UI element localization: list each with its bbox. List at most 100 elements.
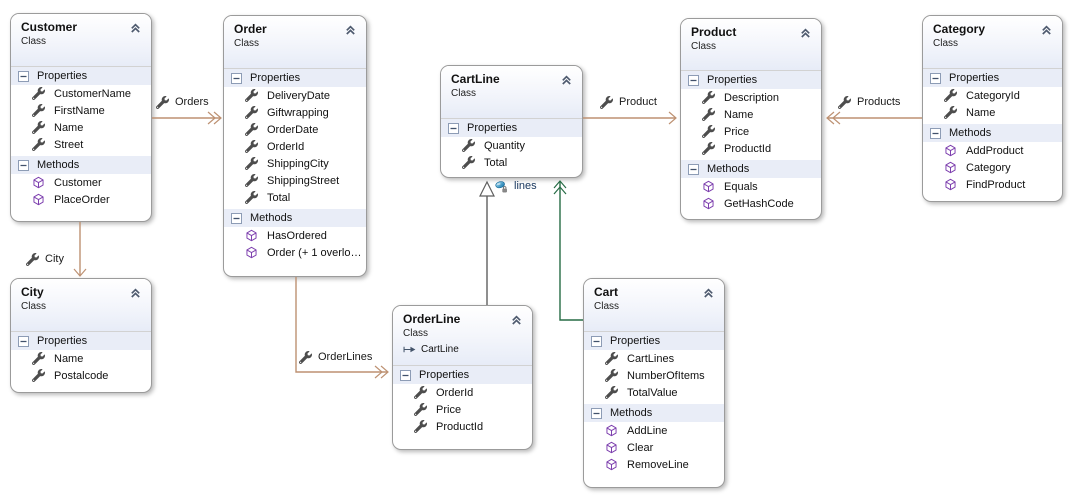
member-row[interactable]: OrderDate xyxy=(224,121,366,138)
member-row[interactable]: Category xyxy=(923,159,1062,176)
member-row[interactable]: DeliveryDate xyxy=(224,87,366,104)
section-header-methods[interactable]: Methods xyxy=(584,404,724,422)
connector-label-product[interactable]: Product xyxy=(600,94,657,110)
collapse-chevron-icon[interactable] xyxy=(1040,24,1053,36)
member-row[interactable]: AddLine xyxy=(584,422,724,439)
member-row[interactable]: Name xyxy=(11,350,151,367)
section-expander-icon[interactable] xyxy=(448,122,459,134)
member-row[interactable]: Name xyxy=(11,119,151,136)
section-expander-icon[interactable] xyxy=(688,74,699,86)
connector-label-lines[interactable]: lines xyxy=(494,178,537,194)
connector-label-city[interactable]: City xyxy=(26,251,64,267)
member-row[interactable]: Total xyxy=(441,154,582,171)
section-expander-icon[interactable] xyxy=(231,212,242,224)
section-header-properties[interactable]: Properties xyxy=(923,69,1062,87)
member-row[interactable]: Description xyxy=(681,89,821,106)
member-row[interactable]: Quantity xyxy=(441,137,582,154)
connector-products[interactable] xyxy=(826,111,922,125)
member-row[interactable]: Equals xyxy=(681,178,821,195)
collapse-chevron-icon[interactable] xyxy=(702,287,715,299)
section-header-properties[interactable]: Properties xyxy=(224,69,366,87)
connector-lines[interactable] xyxy=(553,180,583,321)
section-header-properties[interactable]: Properties xyxy=(11,67,151,85)
member-row[interactable]: RemoveLine xyxy=(584,456,724,473)
member-row[interactable]: Price xyxy=(393,401,532,418)
property-icon xyxy=(245,140,258,153)
section-header-methods[interactable]: Methods xyxy=(224,209,366,227)
property-icon xyxy=(32,87,45,100)
collapse-chevron-icon[interactable] xyxy=(129,287,142,299)
member-row[interactable]: Giftwrapping xyxy=(224,104,366,121)
collapse-chevron-icon[interactable] xyxy=(129,22,142,34)
connector-order-lines[interactable] xyxy=(295,277,389,379)
member-row[interactable]: CategoryId xyxy=(923,87,1062,104)
method-icon xyxy=(944,178,957,191)
connector-label-products[interactable]: Products xyxy=(838,94,900,110)
member-row[interactable]: Customer xyxy=(11,174,151,191)
section-expander-icon[interactable] xyxy=(400,369,411,381)
connector-orderline-inherits-cartline[interactable] xyxy=(479,180,495,305)
section-expander-icon[interactable] xyxy=(18,335,29,347)
section-expander-icon[interactable] xyxy=(591,407,602,419)
member-row[interactable]: Name xyxy=(681,106,821,123)
section-expander-icon[interactable] xyxy=(930,72,941,84)
connector-label-order-lines[interactable]: OrderLines xyxy=(299,349,372,365)
member-row[interactable]: FindProduct xyxy=(923,176,1062,193)
section-header-properties[interactable]: Properties xyxy=(584,332,724,350)
collapse-chevron-icon[interactable] xyxy=(799,27,812,39)
collapse-chevron-icon[interactable] xyxy=(510,314,523,326)
member-row[interactable]: TotalValue xyxy=(584,384,724,401)
section-expander-icon[interactable] xyxy=(18,159,29,171)
member-row[interactable]: Order (+ 1 overlo… xyxy=(224,244,366,261)
section-header-properties[interactable]: Properties xyxy=(393,366,532,384)
section-expander-icon[interactable] xyxy=(231,72,242,84)
collapse-chevron-icon[interactable] xyxy=(560,74,573,86)
member-label: Street xyxy=(54,138,84,151)
section-expander-icon[interactable] xyxy=(930,127,941,139)
member-row[interactable]: Price xyxy=(681,123,821,140)
connector-orders[interactable] xyxy=(152,111,222,125)
member-row[interactable]: Clear xyxy=(584,439,724,456)
member-row[interactable]: FirstName xyxy=(11,102,151,119)
member-row[interactable]: Postalcode xyxy=(11,367,151,384)
member-row[interactable]: ProductId xyxy=(681,140,821,157)
member-row[interactable]: Street xyxy=(11,136,151,153)
member-row[interactable]: Total xyxy=(224,189,366,206)
member-row[interactable]: GetHashCode xyxy=(681,195,821,212)
member-row[interactable]: ShippingCity xyxy=(224,155,366,172)
member-row[interactable]: CustomerName xyxy=(11,85,151,102)
member-row[interactable]: CartLines xyxy=(584,350,724,367)
member-row[interactable]: NumberOfItems xyxy=(584,367,724,384)
member-row[interactable]: AddProduct xyxy=(923,142,1062,159)
connector-label-orders[interactable]: Orders xyxy=(156,94,209,110)
section-expander-icon[interactable] xyxy=(591,335,602,347)
section-header-methods[interactable]: Methods xyxy=(681,160,821,178)
member-row[interactable]: ProductId xyxy=(393,418,532,435)
member-row[interactable]: HasOrdered xyxy=(224,227,366,244)
section-header-properties[interactable]: Properties xyxy=(11,332,151,350)
connector-city[interactable] xyxy=(73,222,87,277)
section-header-methods[interactable]: Methods xyxy=(11,156,151,174)
connector-product[interactable] xyxy=(583,111,677,125)
member-row[interactable]: OrderId xyxy=(393,384,532,401)
section-expander-icon[interactable] xyxy=(688,163,699,175)
section-header-properties[interactable]: Properties xyxy=(441,119,582,137)
section-header-properties[interactable]: Properties xyxy=(681,71,821,89)
association-arrowhead xyxy=(553,180,567,189)
collapse-chevron-icon[interactable] xyxy=(344,24,357,36)
member-row[interactable]: OrderId xyxy=(224,138,366,155)
member-row[interactable]: ShippingStreet xyxy=(224,172,366,189)
member-row[interactable]: PlaceOrder xyxy=(11,191,151,208)
section-expander-icon[interactable] xyxy=(18,70,29,82)
member-row[interactable]: Name xyxy=(923,104,1062,121)
section-header-methods[interactable]: Methods xyxy=(923,124,1062,142)
